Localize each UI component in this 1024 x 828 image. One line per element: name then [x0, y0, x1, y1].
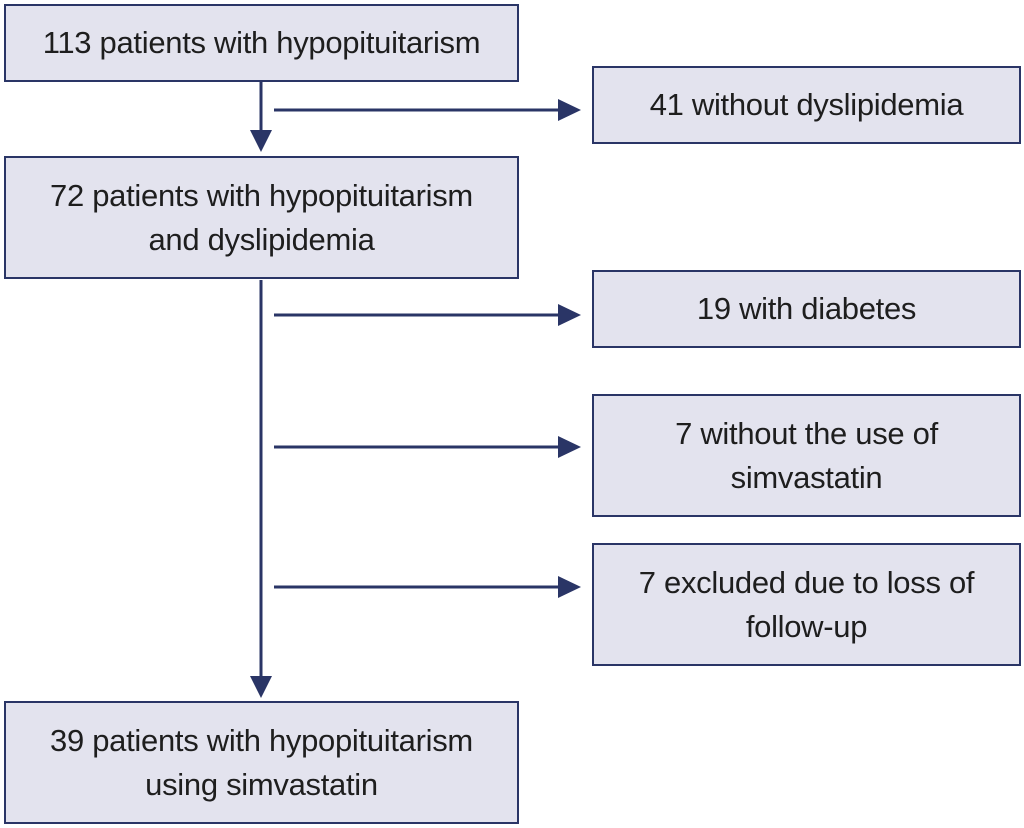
exclusion-arrow-head-3	[558, 436, 581, 458]
exclusion-box-1-line-1: 41 without dyslipidemia	[649, 87, 964, 122]
middle-box-line-2: and dyslipidemia	[148, 221, 375, 257]
main-arrow-head-2	[250, 676, 272, 698]
exclusion-arrow-head-4	[558, 576, 581, 598]
exclusion-box-3-line-2: simvastatin	[730, 459, 883, 495]
exclusion-arrow-head-1	[558, 99, 581, 121]
main-arrow-head-1	[250, 130, 272, 152]
exclusion-box-4-line-1: 7 excluded due to loss of	[638, 564, 975, 600]
exclusion-box-3: 7 without the use of simvastatin	[592, 394, 1021, 517]
exclusion-box-4: 7 excluded due to loss of follow-up	[592, 543, 1021, 666]
exclusion-arrow-head-2	[558, 304, 581, 326]
exclusion-box-3-line-1: 7 without the use of	[675, 415, 938, 451]
start-box: 113 patients with hypopituitarism	[4, 4, 519, 82]
exclusion-box-1: 41 without dyslipidemia	[592, 66, 1021, 144]
exclusion-box-2-line-1: 19 with diabetes	[696, 291, 917, 326]
final-box-line-1: 39 patients with hypopituitarism	[50, 722, 473, 758]
start-box-line-1: 113 patients with hypopituitarism	[42, 25, 481, 60]
middle-box-line-1: 72 patients with hypopituitarism	[50, 177, 473, 213]
middle-box: 72 patients with hypopituitarism and dys…	[4, 156, 519, 279]
final-box: 39 patients with hypopituitarism using s…	[4, 701, 519, 824]
exclusion-box-4-line-2: follow-up	[745, 608, 868, 644]
exclusion-box-2: 19 with diabetes	[592, 270, 1021, 348]
final-box-line-2: using simvastatin	[145, 766, 378, 802]
